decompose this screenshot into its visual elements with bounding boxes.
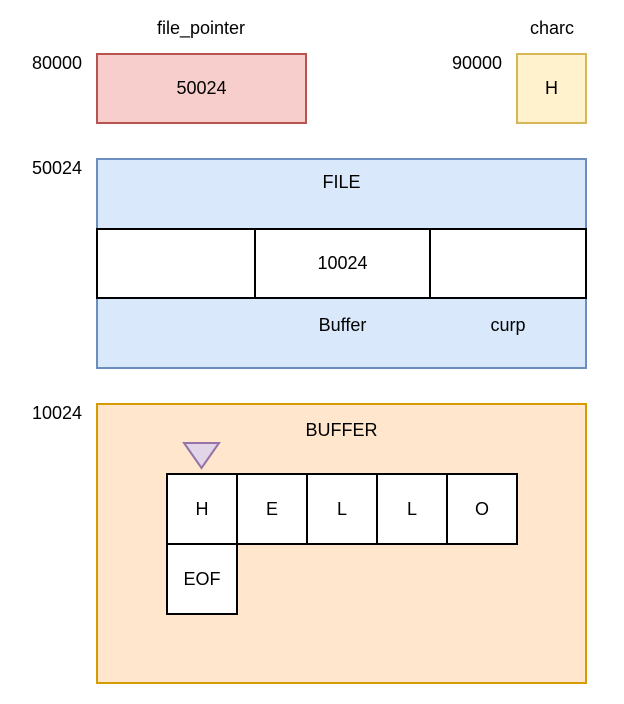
file-pointer-name: file_pointer: [156, 18, 246, 38]
file-struct-title: FILE: [322, 172, 361, 192]
file-field-buffer-value: 10024: [317, 253, 368, 273]
buffer-cell-eof: EOF: [166, 543, 238, 615]
charc-value: H: [545, 78, 558, 98]
file-field-curp: [429, 228, 587, 299]
buffer-cell-e-value: E: [265, 498, 278, 519]
buffer-cell-l2: L: [376, 473, 448, 545]
buffer-cell-l2-value: L: [406, 498, 417, 519]
file-field-curp-label: curp: [490, 315, 526, 335]
buffer-cell-l1: L: [306, 473, 378, 545]
triangle-down-icon: [182, 442, 221, 470]
buffer-cell-o-value: O: [474, 498, 489, 519]
file-pointer-value: 50024: [176, 78, 227, 98]
charc-name: charc: [529, 18, 574, 38]
charc-address: 90000: [452, 53, 503, 73]
file-field-1: [96, 228, 256, 299]
file-pointer-box: 50024: [96, 53, 307, 124]
file-pointer-address: 80000: [32, 53, 83, 73]
buffer-title: BUFFER: [305, 420, 378, 440]
buffer-address: 10024: [32, 403, 83, 423]
buffer-cell-h: H: [166, 473, 238, 545]
file-struct-address: 50024: [32, 158, 83, 178]
buffer-cell-eof-value: EOF: [183, 568, 221, 589]
charc-box: H: [516, 53, 587, 124]
file-field-buffer-label: Buffer: [318, 315, 367, 335]
file-field-buffer: 10024: [254, 228, 431, 299]
buffer-cell-o: O: [446, 473, 518, 545]
buffer-cell-h-value: H: [195, 498, 209, 519]
buffer-cell-e: E: [236, 473, 308, 545]
buffer-cell-l1-value: L: [336, 498, 347, 519]
